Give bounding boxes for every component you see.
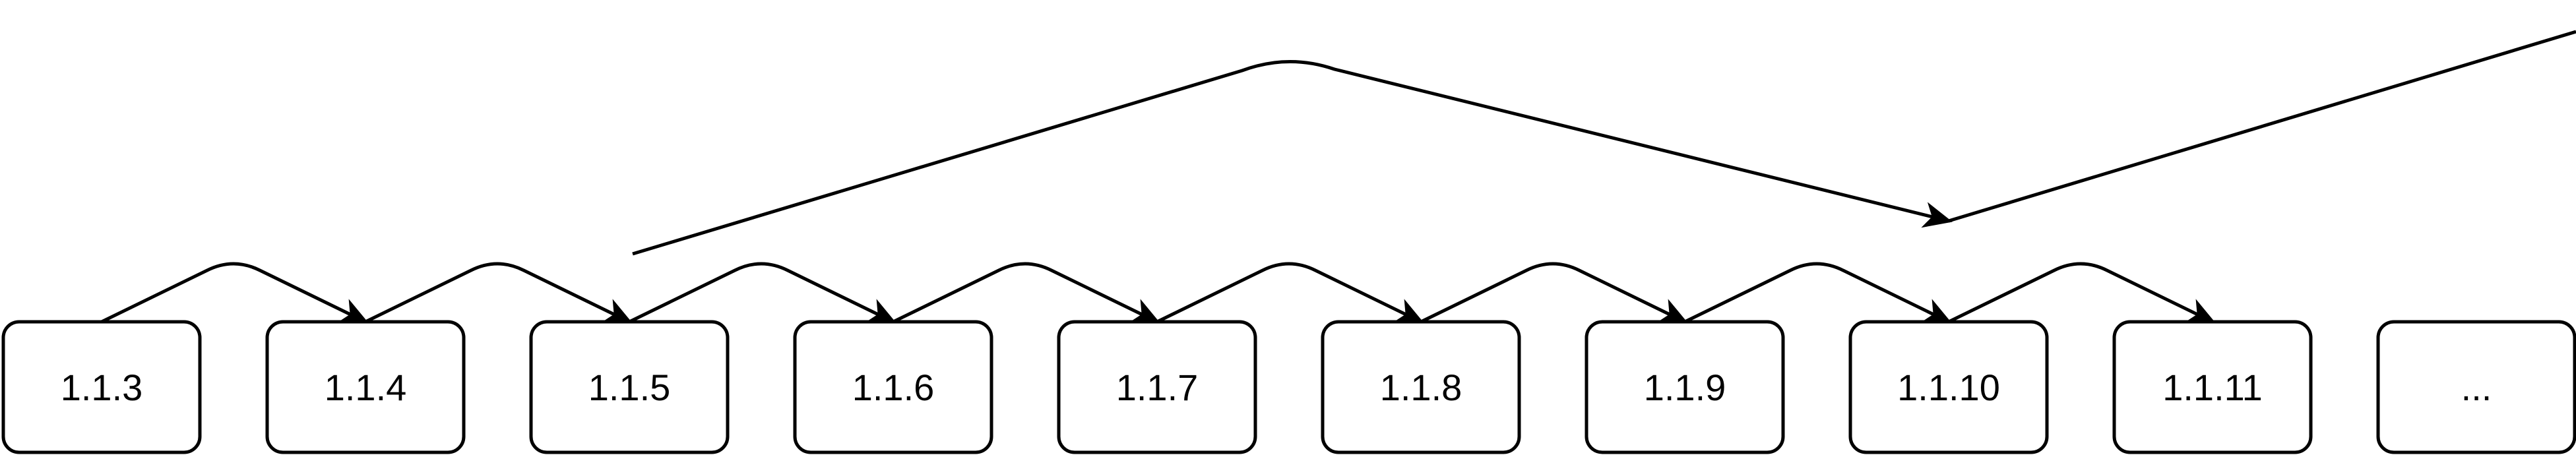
node-n2: 1.1.5 <box>529 320 730 454</box>
node-n0: 1.1.3 <box>1 320 202 454</box>
node-n4: 1.1.7 <box>1057 320 1257 454</box>
node-label: ... <box>2461 367 2492 408</box>
edges-layer <box>100 59 2216 324</box>
node-n5: 1.1.8 <box>1321 320 1521 454</box>
node-n7: 1.1.10 <box>1848 320 2049 454</box>
node-box <box>265 320 466 454</box>
node-n1: 1.1.4 <box>265 320 466 454</box>
node-label: 1.1.7 <box>1116 367 1199 408</box>
node-box <box>2112 320 2313 454</box>
nodes-layer: 1.1.3 1.1.4 1.1.5 1.1.6 1.1.7 1.1.8 1.1.9 1.1.1… <box>1 320 2576 454</box>
node-box <box>2376 320 2576 454</box>
edge-n0-n1 <box>100 262 369 324</box>
node-label: 1.1.3 <box>61 367 143 408</box>
node-box <box>529 320 730 454</box>
node-label: 1.1.4 <box>325 367 407 408</box>
node-box <box>1057 320 1257 454</box>
node-n3: 1.1.6 <box>793 320 993 454</box>
node-label: 1.1.6 <box>852 367 935 408</box>
edge-n5-n6 <box>1420 262 1689 324</box>
edge-n4-n5 <box>1156 262 1425 324</box>
node-label: 1.1.11 <box>2162 367 2263 408</box>
node-n9: ... <box>2376 320 2576 454</box>
node-n6: 1.1.9 <box>1585 320 1785 454</box>
node-n8: 1.1.11 <box>2112 320 2313 454</box>
node-label: 1.1.8 <box>1380 367 1462 408</box>
extra-layer <box>1948 30 2576 223</box>
node-label: 1.1.5 <box>588 367 671 408</box>
node-box <box>1585 320 1785 454</box>
node-label: 1.1.9 <box>1644 367 1726 408</box>
edge-offscreen-to-n7 <box>1948 30 2576 223</box>
node-box <box>1 320 202 454</box>
edge-n1-n2 <box>364 262 633 324</box>
edge-n3-n4 <box>892 262 1161 324</box>
node-box <box>1848 320 2049 454</box>
edge-n2-n7 <box>632 59 1953 256</box>
node-box <box>793 320 993 454</box>
node-box <box>1321 320 1521 454</box>
edge-n2-n3 <box>628 262 897 324</box>
edge-n6-n7 <box>1683 262 1953 324</box>
edge-n7-n8 <box>1947 262 2216 324</box>
node-label: 1.1.10 <box>1897 367 2000 408</box>
